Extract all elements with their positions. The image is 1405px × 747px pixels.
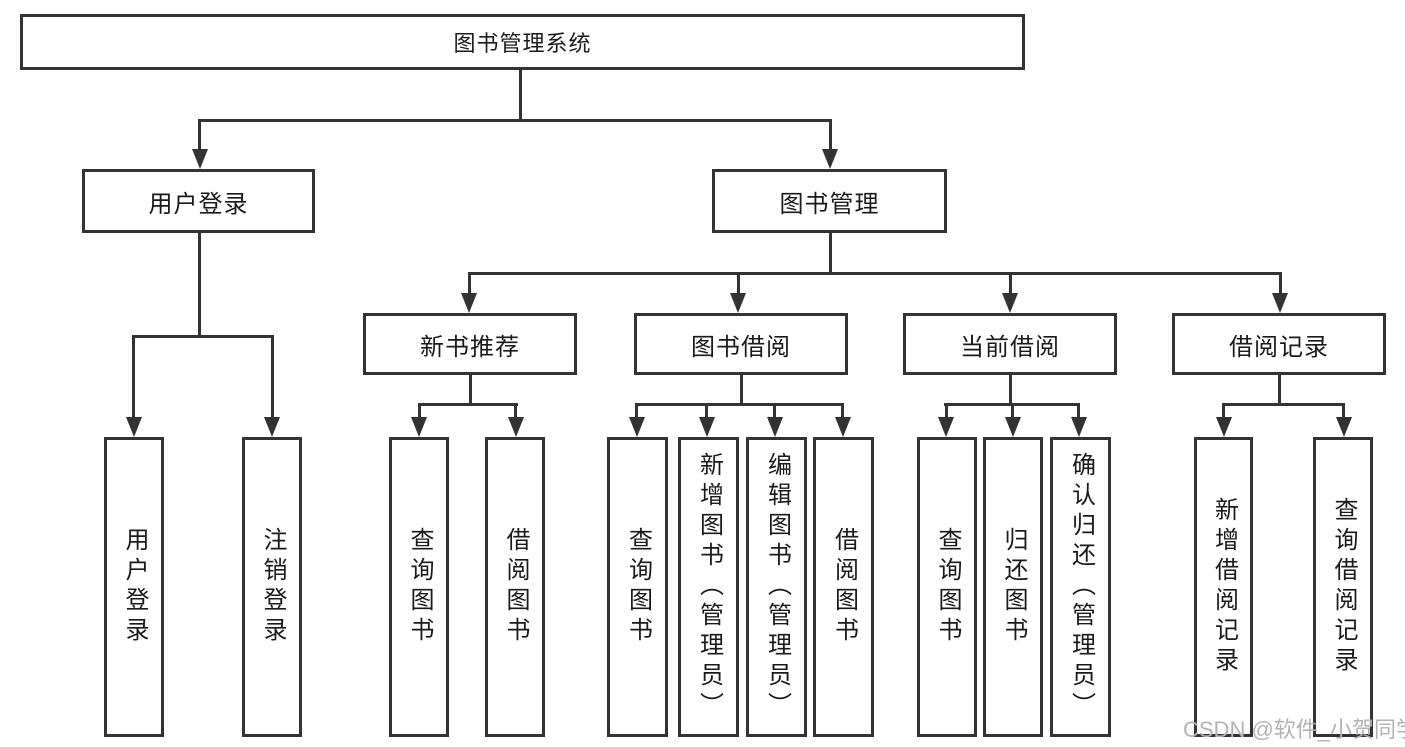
leaf-label: 查询图书 [624, 527, 652, 647]
leaf-current-return-books: 归还图书 [983, 437, 1043, 737]
arrowhead-down [411, 417, 427, 437]
arrowhead-down [1002, 293, 1018, 313]
connector-line [271, 335, 274, 419]
connector-line [519, 69, 522, 121]
leaf-borrow-edit-books-admin: 编辑图书（管理员） [746, 437, 807, 737]
leaf-newbook-query-books: 查询图书 [389, 437, 449, 737]
leaf-borrow-borrow-books: 借阅图书 [813, 437, 874, 737]
leaf-label: 新增借阅记录 [1210, 497, 1238, 677]
arrowhead-down [699, 417, 715, 437]
connector-line [1011, 403, 1014, 421]
connector-line [1342, 403, 1345, 421]
connector-line [829, 119, 832, 152]
connector-line [132, 335, 274, 338]
arrowhead-down [1336, 417, 1352, 437]
leaf-label: 归还图书 [1000, 527, 1027, 647]
watermark: CSDN @软件_小贺同学 [1183, 717, 1405, 742]
node-book-borrowing: 图书借阅 [634, 313, 848, 375]
connector-line [418, 403, 518, 406]
leaf-records-query-record: 查询借阅记录 [1313, 437, 1373, 737]
leaf-label: 查询图书 [934, 527, 961, 647]
leaf-logout: 注销登录 [242, 437, 302, 737]
connector-line [132, 335, 135, 419]
leaf-borrow-add-books-admin: 新增图书（管理员） [678, 437, 739, 737]
arrowhead-down [1005, 417, 1021, 437]
arrowhead-down [629, 417, 645, 437]
leaf-borrow-query-books: 查询图书 [607, 437, 668, 737]
arrowhead-down [1216, 417, 1232, 437]
connector-line [773, 403, 776, 421]
arrowhead-down [264, 417, 280, 437]
leaf-records-add-record: 新增借阅记录 [1194, 437, 1253, 737]
node-label: 图书借阅 [691, 333, 791, 361]
arrowhead-down [1071, 417, 1087, 437]
node-label: 图书管理 [779, 190, 880, 218]
connector-line [1077, 403, 1080, 421]
leaf-label: 新增图书（管理员） [695, 452, 723, 722]
connector-line [514, 403, 517, 421]
leaf-label: 借阅图书 [830, 527, 858, 647]
arrowhead-down [938, 417, 954, 437]
connector-line [1278, 375, 1281, 406]
arrowhead-down [508, 417, 524, 437]
node-current-borrowing: 当前借阅 [903, 313, 1117, 375]
connector-line [945, 403, 948, 421]
connector-line [740, 375, 743, 406]
connector-line [705, 403, 708, 421]
node-root-library-system: 图书管理系统 [20, 14, 1025, 70]
arrowhead-down [730, 293, 746, 313]
leaf-current-confirm-return-admin: 确认归还（管理员） [1050, 437, 1111, 737]
connector-line [198, 233, 201, 338]
arrowhead-down [767, 417, 783, 437]
arrowhead-down [126, 417, 142, 437]
leaf-label: 编辑图书（管理员） [763, 452, 791, 722]
connector-line [829, 233, 832, 275]
leaf-label: 借阅图书 [502, 527, 529, 647]
arrowhead-down [192, 149, 208, 169]
node-user-login: 用户登录 [82, 169, 315, 233]
connector-line [469, 375, 472, 406]
connector-line [1279, 272, 1282, 297]
connector-line [737, 272, 740, 297]
connector-line [1009, 375, 1012, 406]
arrowhead-down [1272, 293, 1288, 313]
connector-line [468, 272, 471, 297]
node-label: 借阅记录 [1229, 333, 1329, 361]
connector-line [1222, 403, 1345, 406]
leaf-newbook-borrow-books: 借阅图书 [485, 437, 545, 737]
node-book-management: 图书管理 [712, 169, 947, 233]
node-label: 新书推荐 [420, 333, 520, 361]
node-label: 图书管理系统 [453, 31, 592, 56]
connector-line [635, 403, 844, 406]
leaf-label: 用户登录 [121, 527, 148, 647]
connector-line [635, 403, 638, 421]
leaf-current-query-books: 查询图书 [917, 437, 977, 737]
leaf-label: 查询图书 [406, 527, 433, 647]
leaf-label: 确认归还（管理员） [1067, 452, 1095, 722]
connector-line [198, 119, 832, 122]
connector-line [418, 403, 421, 421]
connector-line [198, 119, 201, 152]
leaf-user-login: 用户登录 [104, 437, 164, 737]
connector-line [841, 403, 844, 421]
leaf-label: 查询借阅记录 [1330, 497, 1357, 677]
arrowhead-down [461, 293, 477, 313]
arrowhead-down [822, 149, 838, 169]
node-label: 用户登录 [148, 190, 249, 218]
connector-line [1009, 272, 1012, 297]
node-label: 当前借阅 [960, 333, 1060, 361]
connector-line [1222, 403, 1225, 421]
connector-line [468, 272, 1282, 275]
node-borrowing-records: 借阅记录 [1172, 313, 1386, 375]
node-new-book-recommend: 新书推荐 [363, 313, 577, 375]
arrowhead-down [835, 417, 851, 437]
leaf-label: 注销登录 [259, 527, 286, 647]
